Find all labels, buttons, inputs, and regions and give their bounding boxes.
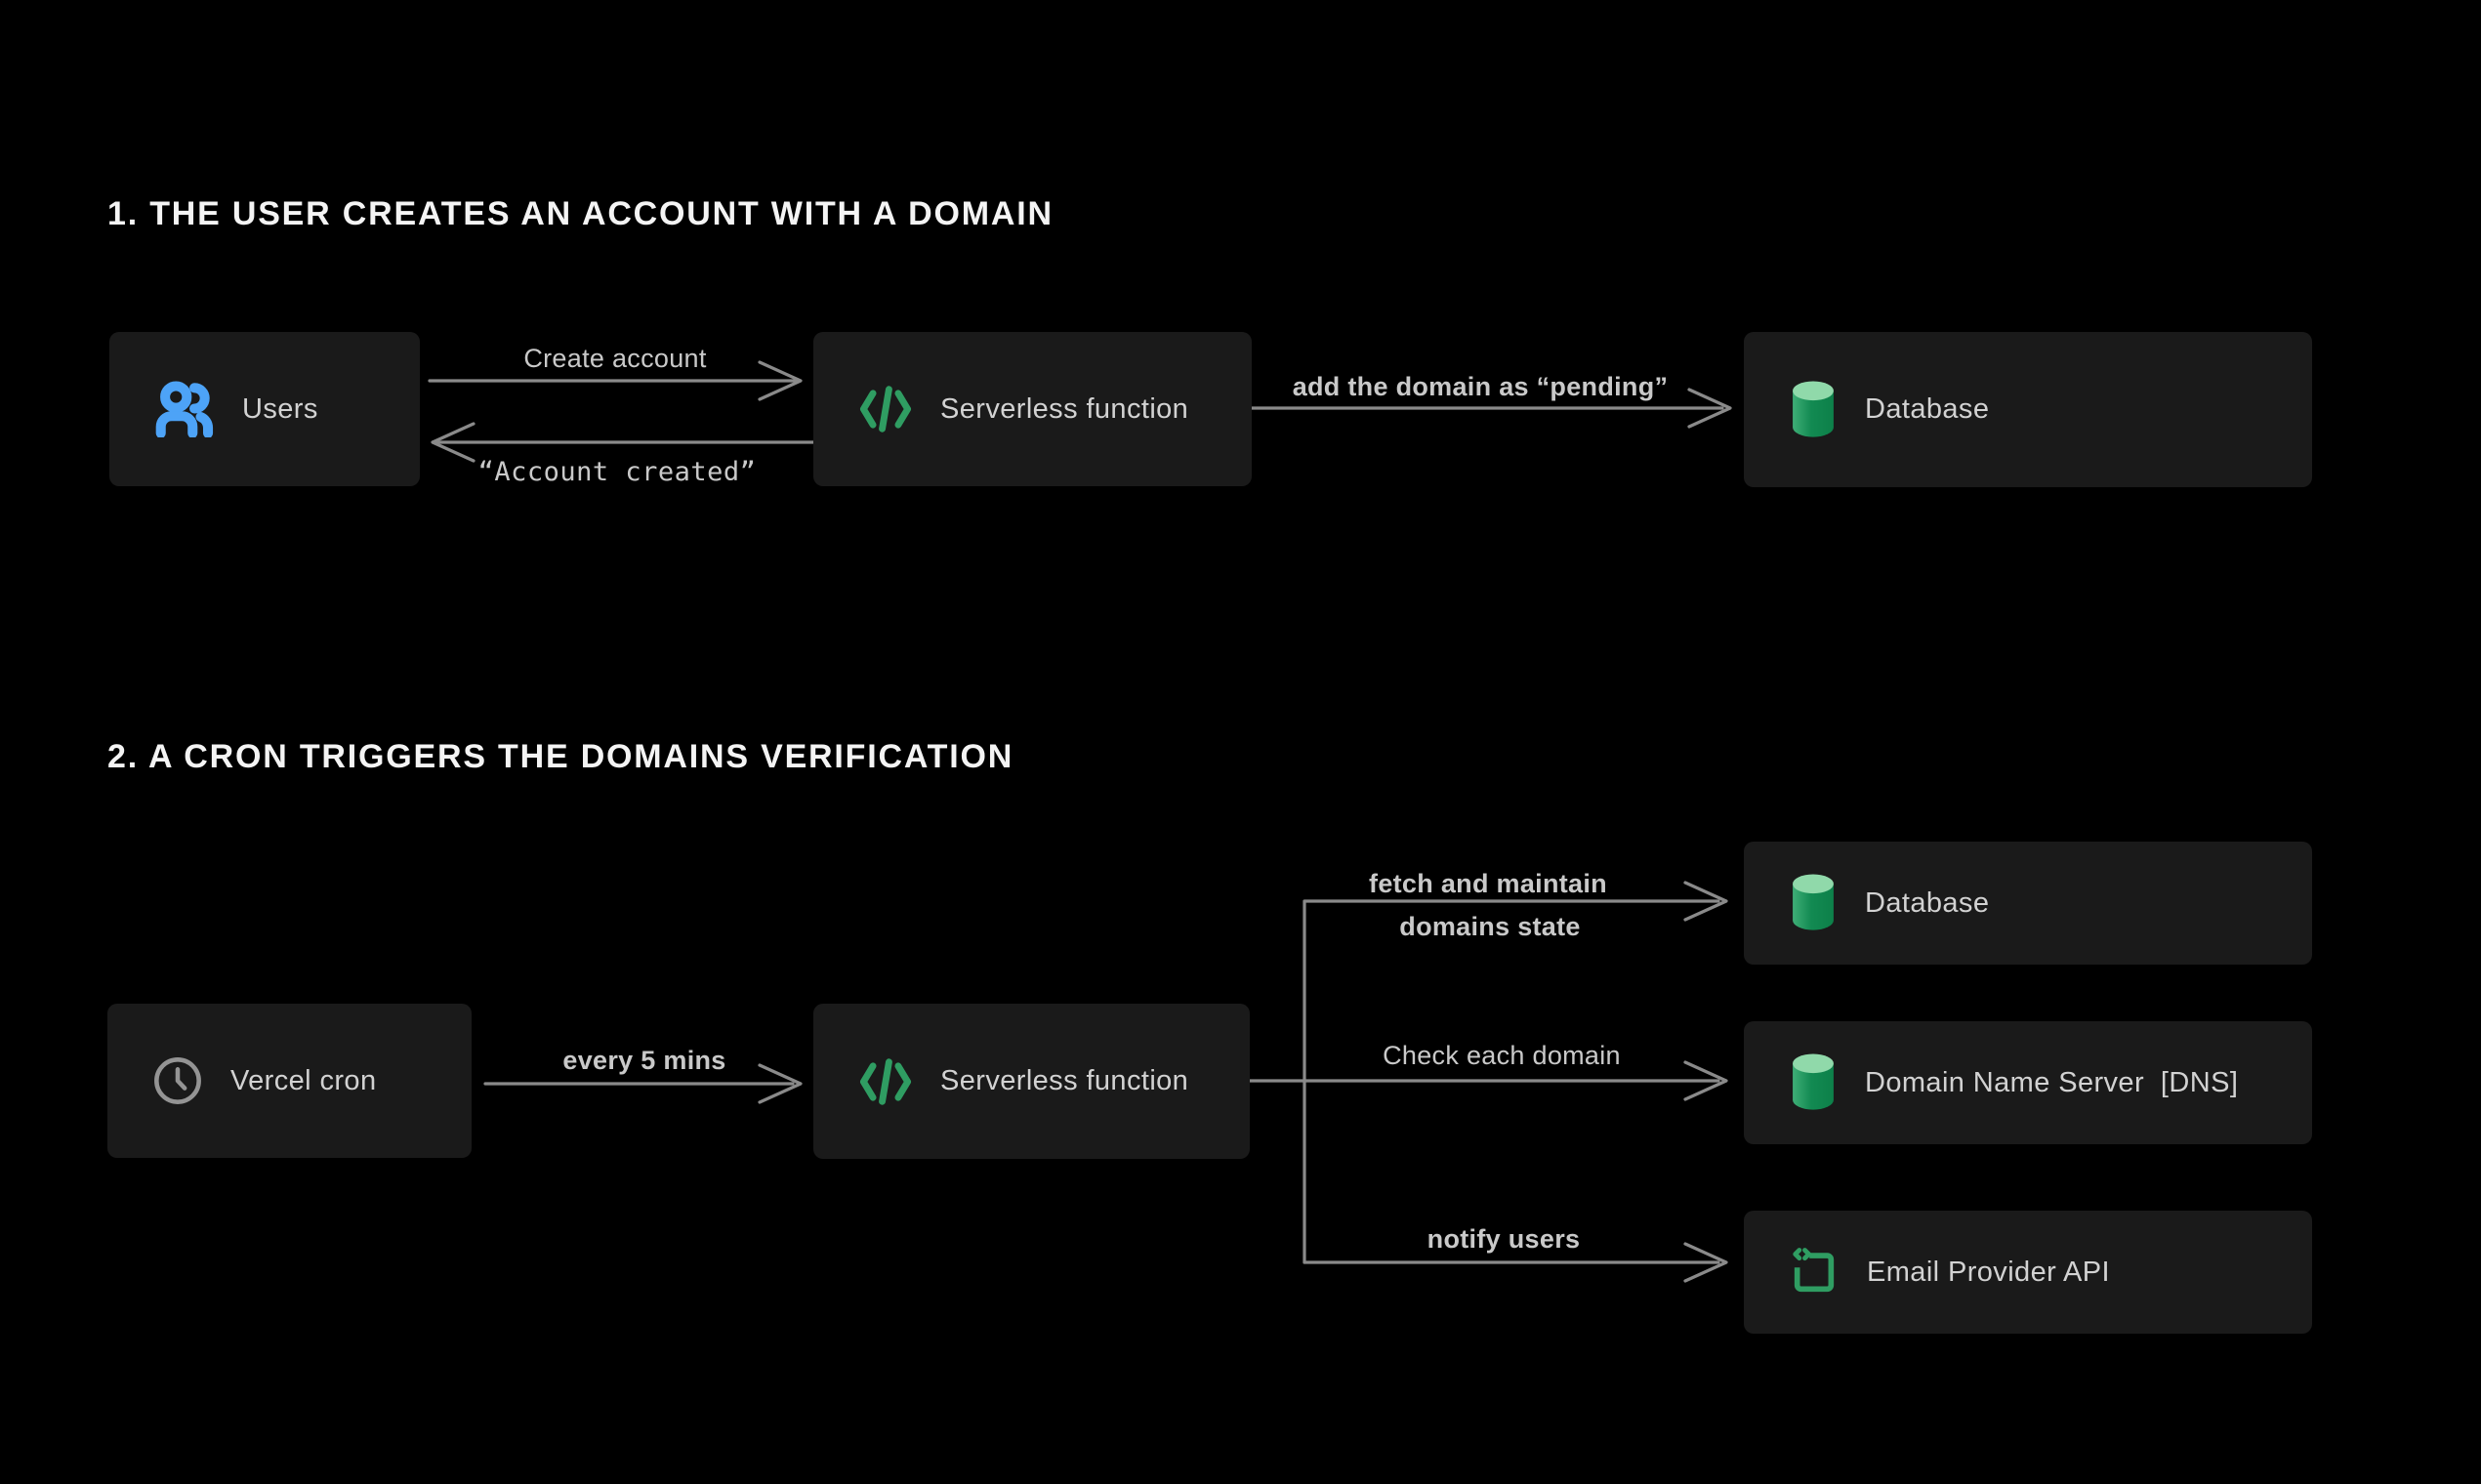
users-icon [154, 381, 215, 437]
edge-label-create-account: Create account [523, 344, 707, 373]
section-2-title: 2. A CRON TRIGGERS THE DOMAINS VERIFICAT… [107, 738, 1014, 775]
edge-label-fetch-domains-line2: domains state [1399, 912, 1581, 941]
node-vercel-cron-label: Vercel cron [230, 1064, 377, 1096]
node-dns-label: Domain Name Server [DNS] [1865, 1066, 2239, 1098]
node-email-provider-api: Email Provider API [1744, 1211, 2312, 1334]
code-icon [858, 1057, 913, 1105]
edge-account-created-arrow [431, 422, 815, 463]
database-icon [1789, 379, 1838, 441]
node-serverless-function-1: Serverless function [813, 332, 1252, 486]
edge-label-notify-users: notify users [1427, 1224, 1581, 1254]
edge-label-every-5-mins: every 5 mins [562, 1046, 726, 1075]
database-icon [1789, 1051, 1838, 1114]
database-icon [1789, 872, 1838, 934]
edge-label-account-created: “Account created” [477, 457, 757, 487]
node-database-1: Database [1744, 332, 2312, 487]
node-vercel-cron: Vercel cron [107, 1004, 472, 1158]
edge-label-fetch-domains-line1: fetch and maintain [1369, 869, 1607, 898]
code-icon [858, 386, 913, 433]
section-1-title: 1. THE USER CREATES AN ACCOUNT WITH A DO… [107, 195, 1054, 232]
edge-label-add-pending: add the domain as “pending” [1292, 372, 1669, 401]
node-database-2-label: Database [1865, 886, 1990, 919]
node-database-1-label: Database [1865, 393, 1990, 425]
node-serverless-function-1-label: Serverless function [940, 392, 1189, 425]
edge-label-check-domain: Check each domain [1383, 1041, 1621, 1070]
node-dns: Domain Name Server [DNS] [1744, 1021, 2312, 1144]
node-serverless-function-2: Serverless function [813, 1004, 1250, 1159]
node-database-2: Database [1744, 842, 2312, 965]
node-users-label: Users [242, 392, 318, 425]
node-users: Users [109, 332, 420, 486]
email-api-icon [1789, 1247, 1840, 1298]
node-email-provider-api-label: Email Provider API [1867, 1256, 2110, 1288]
clock-icon [152, 1055, 203, 1106]
node-serverless-function-2-label: Serverless function [940, 1065, 1189, 1096]
